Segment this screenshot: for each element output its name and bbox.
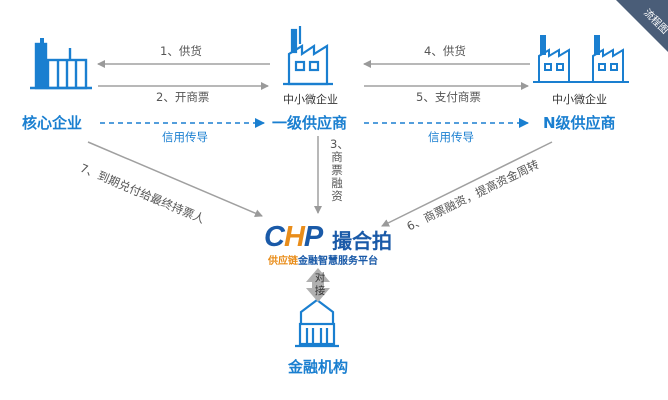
- arrow-redeem-7: [87, 141, 263, 217]
- edge-label-dock: 对接: [314, 272, 326, 297]
- core-enterprise-icon: [30, 38, 92, 90]
- edge-label-supply-1: 1、供货: [160, 44, 202, 58]
- chp-platform-logo: CHP 撮合拍 供应链金融智慧服务平台: [264, 221, 404, 267]
- factory-icon-tier1: [283, 26, 333, 86]
- edge-label-supply-4: 4、供货: [424, 44, 466, 58]
- edge-label-credit-left: 信用传导: [162, 130, 208, 144]
- node-financial-institution: 金融机构: [288, 358, 349, 376]
- edge-label-credit-right: 信用传导: [428, 130, 474, 144]
- bank-icon: [295, 298, 339, 348]
- edge-label-financing-3: 3、商票融资: [330, 137, 349, 203]
- edge-label-pay-note-5: 5、支付商票: [416, 90, 481, 104]
- node-tierN-small-label: 中小微企业: [552, 93, 607, 106]
- node-tier1-supplier: 一级供应商: [272, 114, 348, 132]
- factory-icon-tierN-left: [538, 35, 570, 83]
- arrow-financing-6: [381, 141, 553, 227]
- dock-double-arrow: [306, 268, 330, 302]
- chp-logo-mark: CHP: [264, 221, 323, 253]
- node-tier1-small-label: 中小微企业: [283, 93, 338, 106]
- platform-tagline: 供应链金融智慧服务平台: [268, 256, 378, 267]
- platform-brand-name: 撮合拍: [332, 229, 392, 253]
- edge-label-issue-note-2: 2、开商票: [156, 90, 210, 104]
- factory-icon-tierN-right: [533, 35, 629, 83]
- node-tierN-supplier: N级供应商: [543, 114, 616, 132]
- corner-ribbon: 流程图: [616, 0, 668, 52]
- node-core-enterprise: 核心企业: [22, 114, 83, 132]
